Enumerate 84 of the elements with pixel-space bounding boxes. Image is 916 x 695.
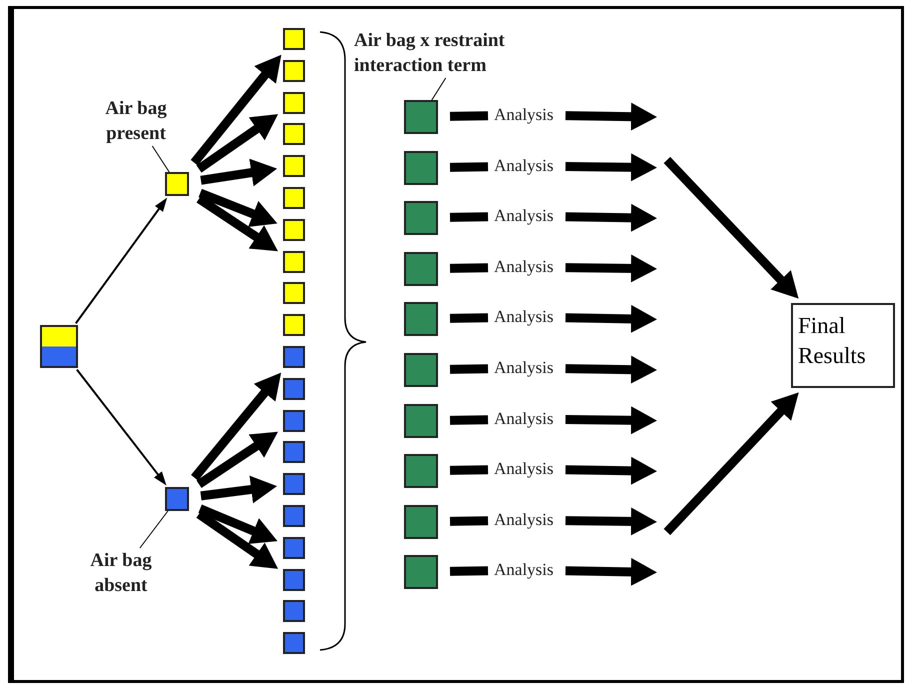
arrow xyxy=(565,204,657,232)
square-node xyxy=(283,282,305,304)
square-node xyxy=(283,569,305,591)
square-node xyxy=(283,537,305,559)
connector-line xyxy=(450,111,488,121)
arrow xyxy=(198,504,278,544)
square-node xyxy=(283,314,305,336)
square-node xyxy=(165,172,189,196)
arrow xyxy=(565,356,657,384)
square-node xyxy=(404,201,438,235)
step-label: Analysis xyxy=(494,307,554,327)
connector-line xyxy=(450,566,488,576)
arrow xyxy=(200,158,278,186)
square-node xyxy=(283,28,305,50)
step-label: Analysis xyxy=(494,358,554,378)
connector-line xyxy=(450,364,488,374)
arrow xyxy=(198,188,278,227)
square-node xyxy=(283,251,305,273)
callout-label: Air bag x restraint interaction term xyxy=(354,28,569,78)
connector-line xyxy=(450,516,488,526)
square-node xyxy=(404,555,438,589)
connector-line xyxy=(450,415,488,425)
square-node xyxy=(404,454,438,488)
leader-line xyxy=(431,78,446,100)
arrow xyxy=(664,156,799,299)
square-node xyxy=(283,378,305,400)
square-node xyxy=(283,60,305,82)
arrow xyxy=(196,194,278,252)
arrow xyxy=(196,510,278,569)
split-square-node xyxy=(40,325,78,368)
square-node xyxy=(165,487,189,511)
step-label: Analysis xyxy=(494,156,554,176)
square-node xyxy=(283,600,305,622)
step-label: Analysis xyxy=(494,560,554,580)
arrow xyxy=(200,476,278,504)
square-node xyxy=(283,92,305,114)
square-node xyxy=(283,632,305,654)
arrow xyxy=(75,198,168,324)
connector-line xyxy=(450,162,488,172)
connector-line xyxy=(450,465,488,475)
leader-line xyxy=(139,510,168,548)
square-node xyxy=(283,441,305,463)
square-node xyxy=(404,302,438,336)
callout-label: Air bag absent xyxy=(78,548,164,598)
step-label: Analysis xyxy=(494,206,554,226)
square-node xyxy=(283,219,305,241)
square-node xyxy=(404,252,438,286)
arrow xyxy=(565,304,657,333)
arrow xyxy=(565,153,657,182)
square-node xyxy=(283,123,305,145)
step-label: Analysis xyxy=(494,105,554,125)
arrow xyxy=(191,372,282,481)
leader-line xyxy=(152,146,170,172)
square-node xyxy=(283,505,305,527)
square-node xyxy=(283,473,305,495)
connector-line xyxy=(450,212,488,222)
square-node xyxy=(283,187,305,209)
arrow xyxy=(565,558,657,586)
step-label: Analysis xyxy=(494,510,554,530)
connector-line xyxy=(450,313,488,323)
arrow xyxy=(196,114,278,173)
result-box: Final Results xyxy=(791,303,895,388)
arrow xyxy=(565,254,657,282)
step-label: Analysis xyxy=(494,257,554,277)
arrow xyxy=(664,392,799,536)
arrow xyxy=(76,368,166,486)
connector-line xyxy=(450,263,488,273)
square-node xyxy=(283,155,305,177)
callout-label: Air bag present xyxy=(93,96,179,146)
square-node xyxy=(283,410,305,432)
step-label: Analysis xyxy=(494,459,554,479)
square-node xyxy=(404,100,438,134)
arrow xyxy=(565,102,657,131)
square-node xyxy=(404,404,438,438)
arrow xyxy=(565,406,657,434)
square-node xyxy=(283,346,305,368)
square-node xyxy=(404,151,438,185)
step-label: Analysis xyxy=(494,409,554,429)
arrow xyxy=(565,456,657,485)
arrow xyxy=(565,507,657,536)
arrow xyxy=(190,54,282,166)
square-node xyxy=(404,353,438,387)
square-node xyxy=(404,505,438,539)
arrow xyxy=(196,432,278,488)
